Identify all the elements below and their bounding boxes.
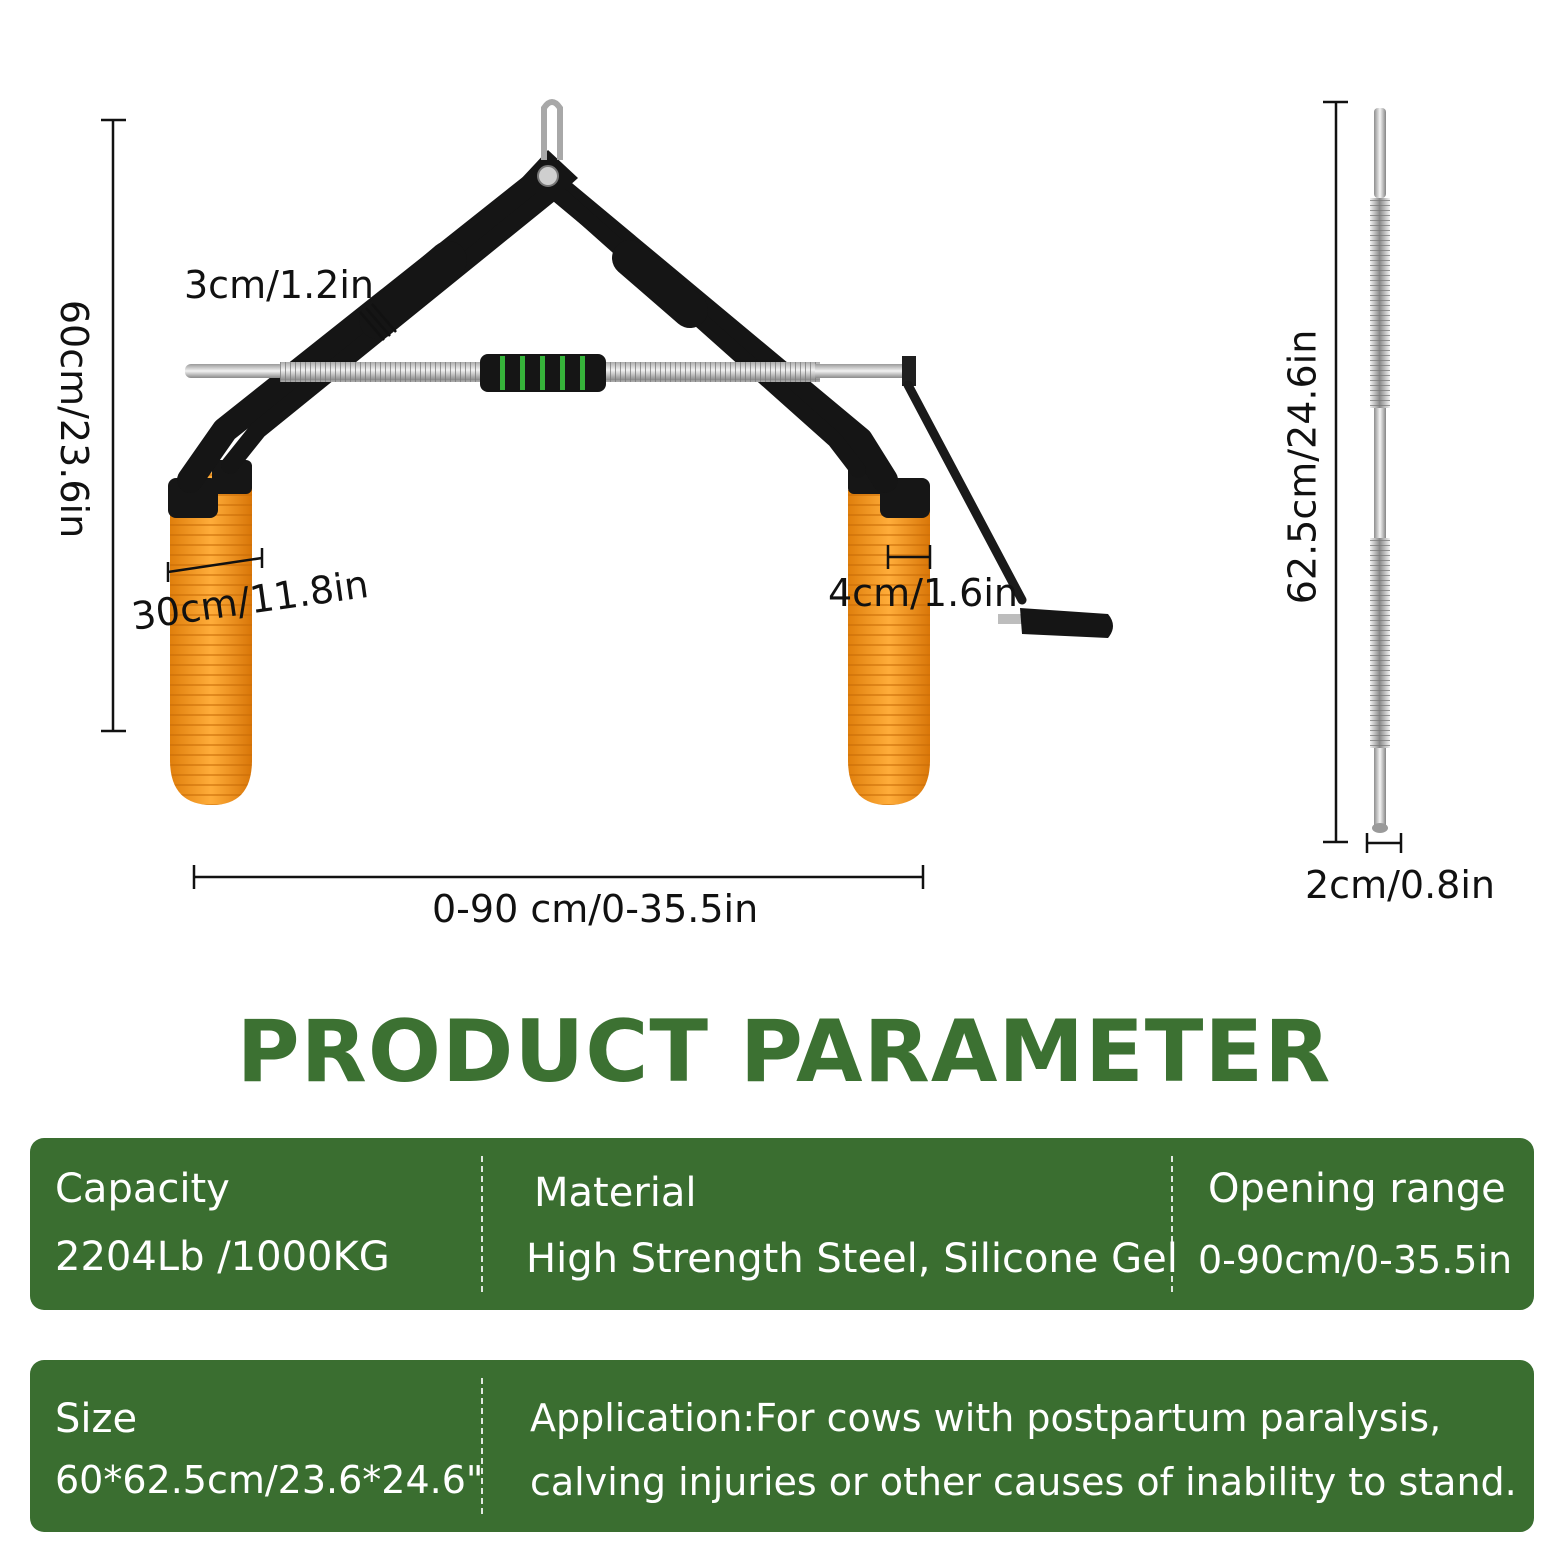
product-diagram: 60cm/23.6in 3cm/1.2in 30cm/11.8in 4cm/1.… (52, 99, 1495, 931)
rod-length-label: 62.5cm/24.6in (1280, 329, 1325, 605)
rod-diameter-dimension-line (1365, 833, 1403, 853)
size-value: 60*62.5cm/23.6*24.6" (55, 1458, 484, 1502)
tube-diameter-label: 3cm/1.2in (184, 263, 374, 307)
material-label: Material (534, 1170, 697, 1216)
size-label: Size (55, 1396, 138, 1442)
capacity-label: Capacity (55, 1166, 230, 1212)
opening-range-label: Opening range (1208, 1166, 1506, 1212)
opening-range-cell: Opening range 0-90cm/0-35.5in (1172, 1138, 1534, 1310)
section-title: PRODUCT PARAMETER (236, 1002, 1332, 1102)
height-dimension-line (101, 118, 126, 733)
foam-grip (480, 354, 606, 392)
frame-arms (177, 167, 898, 493)
opening-label: 0-90 cm/0-35.5in (432, 887, 759, 931)
pad-width-label: 4cm/1.6in (828, 571, 1018, 615)
rod-diameter-label: 2cm/0.8in (1305, 863, 1495, 907)
params-panel-2: Size 60*62.5cm/23.6*24.6" Application:Fo… (30, 1360, 1534, 1532)
divider (481, 1378, 483, 1514)
rod-length-dimension-line (1323, 100, 1348, 844)
product-illustration (101, 99, 1403, 889)
application-line-1: Application:For cows with postpartum par… (530, 1396, 1442, 1440)
tube-diameter-marker (359, 303, 397, 341)
size-cell: Size 60*62.5cm/23.6*24.6" (30, 1360, 484, 1532)
capacity-cell: Capacity 2204Lb /1000KG (30, 1138, 480, 1310)
top-hinge (520, 99, 578, 205)
long-rod (1370, 108, 1390, 833)
divider (1171, 1156, 1173, 1292)
hook-width-marker (166, 548, 264, 582)
application-line-2: calving injuries or other causes of inab… (530, 1460, 1517, 1504)
material-value: High Strength Steel, Silicone Gel (526, 1236, 1178, 1282)
opening-range-value: 0-90cm/0-35.5in (1198, 1238, 1513, 1282)
params-panel-1: Capacity 2204Lb /1000KG Material High St… (30, 1138, 1534, 1310)
pad-width-marker (886, 545, 932, 569)
height-label: 60cm/23.6in (52, 299, 97, 539)
material-cell: Material High Strength Steel, Silicone G… (482, 1138, 1178, 1310)
crank-handle (903, 380, 1113, 638)
divider (481, 1156, 483, 1292)
capacity-value: 2204Lb /1000KG (55, 1234, 390, 1280)
opening-dimension-line (192, 865, 925, 889)
application-cell: Application:For cows with postpartum par… (482, 1360, 1532, 1532)
threaded-rod (185, 356, 916, 386)
right-pad (848, 462, 930, 805)
left-pad (168, 460, 252, 805)
